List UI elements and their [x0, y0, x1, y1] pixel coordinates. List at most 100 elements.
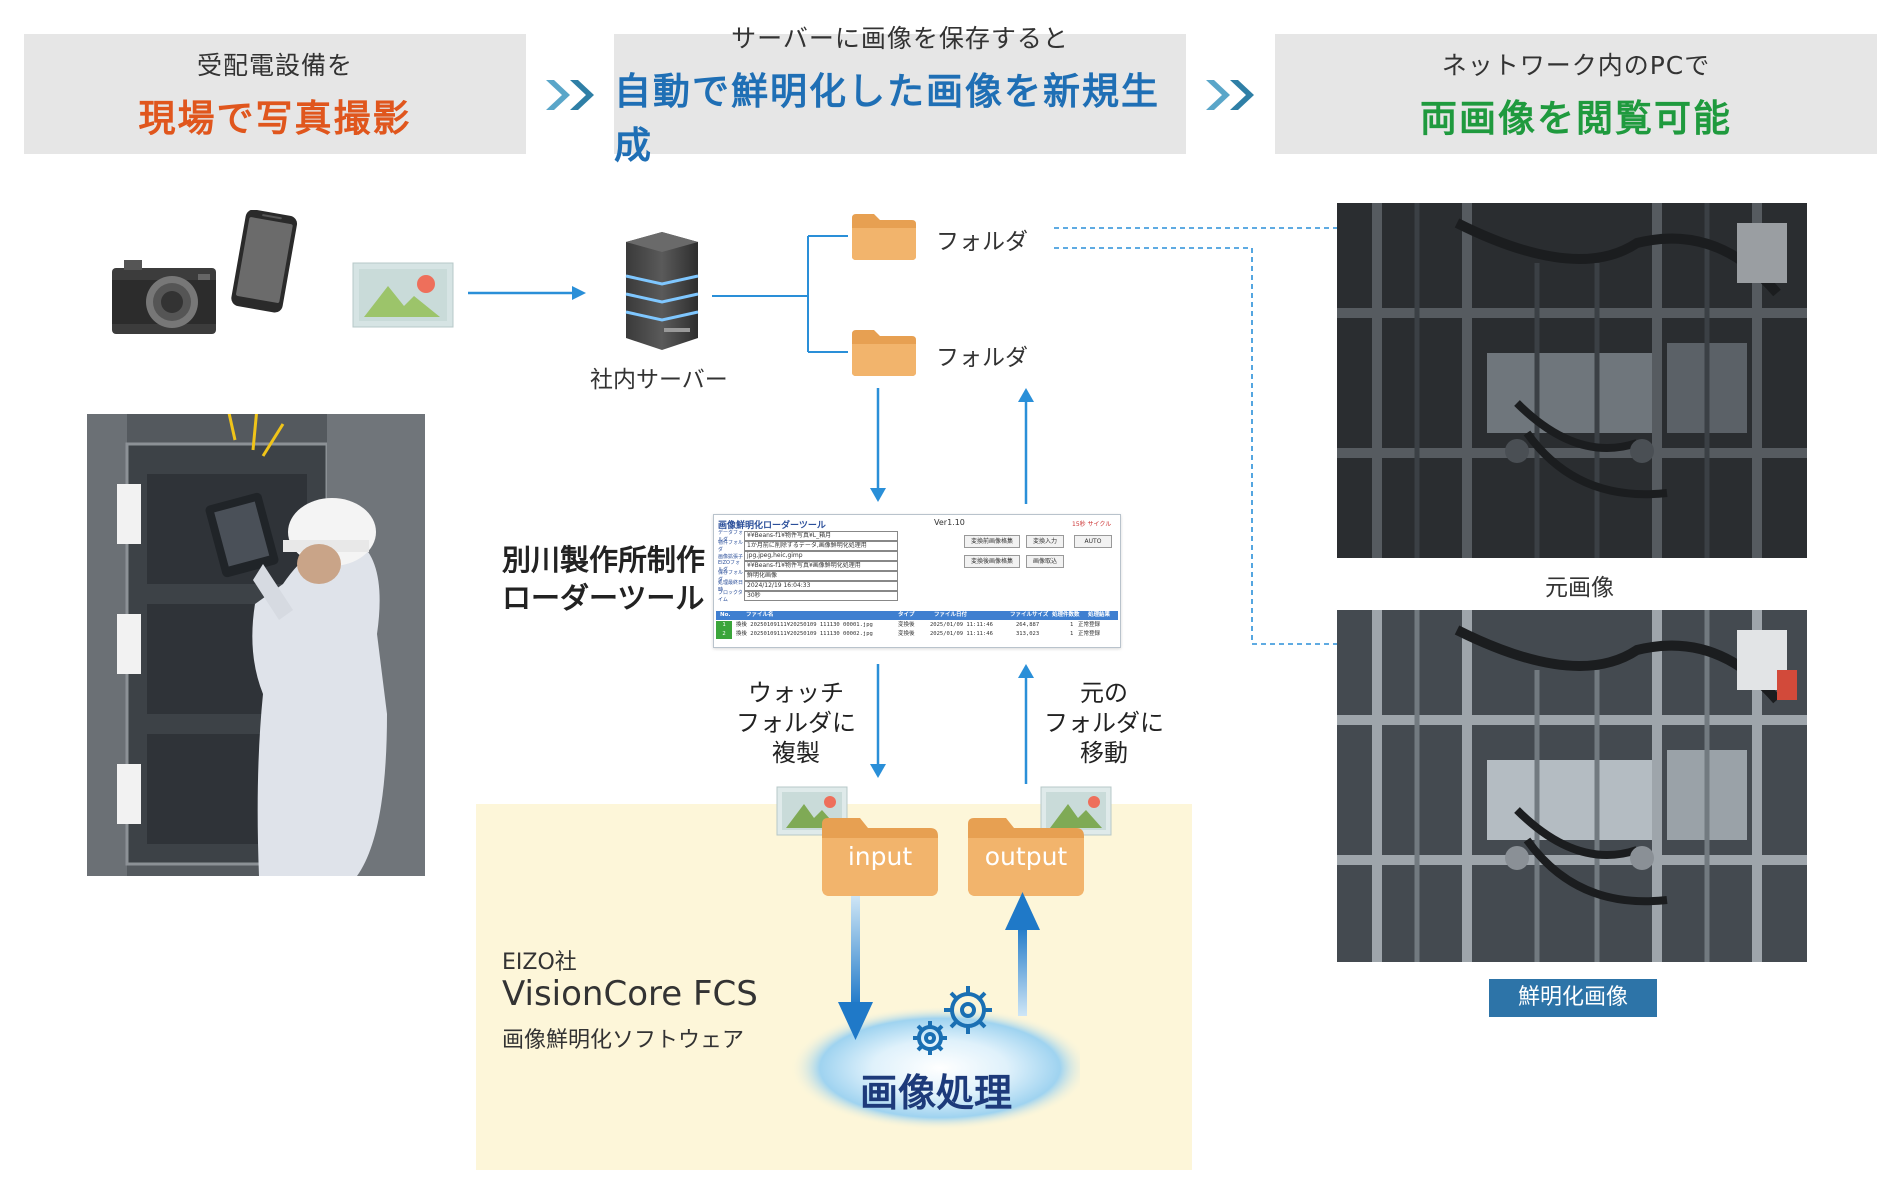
eizo-product: VisionCore FCS [502, 974, 758, 1014]
field-value[interactable]: ¥¥Beans-f1¥物件写真¥L_箱月 [744, 531, 898, 541]
field-value[interactable]: jpg,jpeg,heic,gimp [744, 551, 898, 561]
field-label: EIZOフォルダ [718, 560, 740, 573]
table-row[interactable]: 2 換後 20250109111¥20250109 111130 00002.j… [716, 630, 1118, 639]
row-date: 2025/01/09 11:11:46 [930, 631, 993, 637]
output-folder-label: output [984, 842, 1068, 871]
row-size: 313,023 [1016, 631, 1040, 637]
step-3: ネットワーク内のPCで 両画像を閲覧可能 [1275, 34, 1877, 154]
field-value[interactable]: 30秒 [744, 591, 898, 601]
dashed-connectors [1054, 227, 1338, 645]
loader-title: 画像鮮明化ローダーツール [718, 521, 826, 531]
watch-line: フォルダに [736, 709, 856, 737]
step-2-line1: サーバーに画像を保存すると [731, 24, 1069, 53]
field-label: ブロックタイム [718, 590, 743, 603]
folder-bottom-label: フォルダ [936, 345, 1028, 371]
field-row: 保存フォルダ鮮明化画像 [718, 570, 898, 583]
folder-icon [852, 214, 916, 260]
original-caption: 元画像 [1545, 575, 1614, 601]
smartphone-icon [231, 210, 298, 313]
move-label: 元の フォルダに 移動 [1034, 678, 1174, 768]
enhanced-image-graphic [1337, 610, 1807, 962]
field-label: 保存フォルダ [718, 570, 744, 583]
row-file: 換後 20250109111¥20250109 111130 00002.jpg [736, 631, 873, 637]
row-date: 2025/01/09 11:11:46 [930, 622, 993, 628]
move-line: フォルダに [1044, 709, 1164, 737]
field-value[interactable]: 1か月前に削除するデータ,画像鮮明化処理用 [744, 541, 898, 551]
loader-label-line1: 別川製作所制作 [502, 543, 706, 577]
row-type: 変換後 [898, 631, 915, 637]
eizo-company: EIZO社 [502, 950, 577, 975]
field-row: データフォルダ¥¥Beans-f1¥物件写真¥L_箱月 [718, 530, 898, 543]
loader-cycle: 15秒 サイクル [1072, 521, 1112, 528]
col-header: 処理件数数 [1052, 612, 1080, 618]
col-header: No. [720, 612, 731, 618]
output-folder-icon[interactable] [968, 816, 1084, 896]
step-2: サーバーに画像を保存すると 自動で鮮明化した画像を新規生成 [614, 24, 1186, 167]
col-header: タイプ [898, 612, 915, 618]
table-header: No. ファイル名 タイプ ファイル日付 ファイルサイズ 処理件数数 処理結果 [716, 611, 1118, 620]
field-value[interactable]: 2024/12/19 16:04:33 [744, 581, 898, 591]
loader-label: 別川製作所制作 ローダーツール [502, 542, 705, 617]
enhanced-image [1337, 610, 1807, 962]
row-no: 2 [716, 630, 732, 639]
field-row: EIZOフォルダ ¥¥Beans-f1¥物件写真¥画像鮮明化処理用 [718, 560, 898, 573]
folder-icon [852, 330, 916, 376]
field-value[interactable]: 鮮明化画像 [744, 571, 898, 581]
arrow-right-icon [468, 286, 586, 300]
watch-line: 複製 [772, 739, 820, 767]
col-header: ファイル日付 [934, 612, 968, 618]
eizo-desc: 画像鮮明化ソフトウェア [502, 1028, 745, 1053]
step-1: 受配電設備を 現場で写真撮影 [24, 34, 526, 154]
field-label: データフォルダ [718, 530, 744, 543]
field-label: 処理最終日時 [718, 580, 744, 593]
watch-line: ウォッチ [748, 679, 844, 707]
watch-label: ウォッチ フォルダに 複製 [728, 678, 864, 768]
loader-label-line2: ローダーツール [502, 580, 705, 615]
field-value[interactable]: ¥¥Beans-f1¥物件写真¥画像鮮明化処理用 [744, 561, 898, 571]
row-no: 1 [716, 621, 732, 630]
original-image [1337, 203, 1807, 558]
after-image-button[interactable]: 変換後画像格集 [964, 555, 1020, 568]
chevron-right-icon [1206, 80, 1254, 110]
table-row[interactable]: 1 換後 20250109111¥20250109 111130 00001.j… [716, 621, 1118, 630]
process-label: 画像処理 [860, 1071, 1013, 1115]
field-label: 画像拡張子 [718, 553, 744, 560]
worker-photo-graphic [87, 414, 425, 876]
server-label: 社内サーバー [590, 367, 728, 393]
arrow-up-icon [1018, 388, 1034, 504]
col-header: ファイル名 [746, 612, 774, 618]
original-image-graphic [1337, 203, 1807, 558]
auto-button[interactable]: AUTO [1074, 535, 1112, 548]
connector-lines [712, 235, 848, 353]
before-image-button[interactable]: 変換前画像格集 [964, 535, 1020, 548]
loader-tool-window: 画像鮮明化ローダーツール Ver1.10 15秒 サイクル データフォルダ¥¥B… [713, 514, 1121, 648]
step-3-line2: 両画像を閲覧可能 [1420, 97, 1732, 140]
arrow-up-icon [1018, 664, 1034, 784]
col-header: 処理結果 [1088, 612, 1111, 618]
move-line: 移動 [1080, 739, 1128, 767]
input-folder-icon[interactable] [822, 816, 938, 896]
step-1-line2: 現場で写真撮影 [138, 97, 412, 140]
convert-input-button[interactable]: 変換入力 [1026, 535, 1064, 548]
row-file: 換後 20250109111¥20250109 111130 00001.jpg [736, 622, 873, 628]
processing-graphic [790, 892, 1080, 1130]
row-count: 1 [1070, 622, 1074, 628]
image-import-button[interactable]: 画像取込 [1026, 555, 1064, 568]
step-3-line1: ネットワーク内のPCで [1441, 51, 1711, 80]
col-header: ファイルサイズ [1010, 612, 1049, 618]
row-result: 正常登録 [1078, 631, 1101, 637]
step-2-line2: 自動で鮮明化した画像を新規生成 [614, 70, 1160, 167]
row-size: 264,887 [1016, 622, 1040, 628]
arrow-down-icon [870, 664, 886, 778]
field-photo [87, 414, 425, 876]
arrow-down-icon [870, 388, 886, 502]
row-count: 1 [1070, 631, 1074, 637]
image-file-icon [352, 262, 454, 328]
row-result: 正常登録 [1078, 622, 1101, 628]
server-icon [625, 232, 699, 350]
loader-version: Ver1.10 [934, 518, 965, 527]
